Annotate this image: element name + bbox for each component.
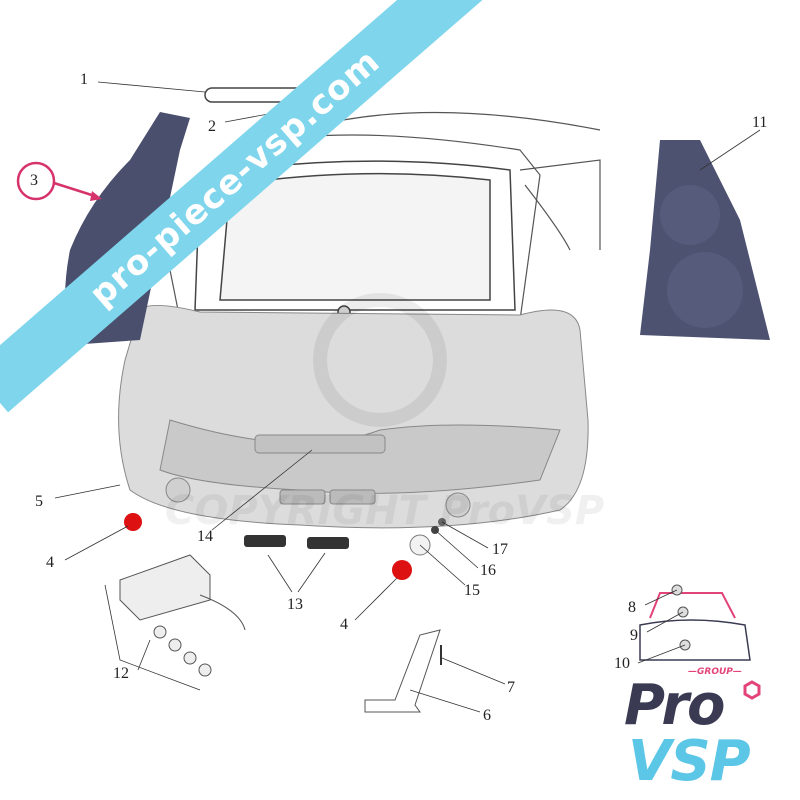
copyright-watermark-circle <box>313 293 447 427</box>
callout-13: 13 <box>287 596 303 613</box>
bumper <box>118 305 589 529</box>
callout-6: 6 <box>483 707 491 724</box>
hex-nut-icon <box>743 680 761 700</box>
logo-pro-text: Pro <box>624 673 725 738</box>
callout-14: 14 <box>197 528 213 545</box>
callout-16: 16 <box>480 562 496 579</box>
callout-3: 3 <box>30 172 38 189</box>
logo-group-text: —GROUP— <box>688 667 742 677</box>
bracket-lines-12 <box>104 584 201 691</box>
callout-5: 5 <box>35 493 43 510</box>
callout-11: 11 <box>752 114 768 131</box>
highlight-arrow-3 <box>53 181 99 199</box>
callout-15: 15 <box>464 582 480 599</box>
logo-vsp-text: VSP <box>628 729 751 794</box>
callout-2: 2 <box>208 118 216 135</box>
part-13-pad <box>244 535 286 547</box>
part-8-9-10-fasteners <box>671 584 691 651</box>
part-6-bracket <box>364 629 441 713</box>
callout-4: 4 <box>46 554 54 571</box>
callout-12: 12 <box>113 665 129 682</box>
callout-10: 10 <box>614 655 630 672</box>
part-13-pad <box>307 537 349 549</box>
callout-17: 17 <box>492 541 508 558</box>
highlight-circle-3 <box>16 161 56 201</box>
callout-4: 4 <box>340 616 348 633</box>
part-4-reflector-right <box>392 560 412 580</box>
logo-car-sketch <box>639 592 751 661</box>
leader-lines <box>54 81 761 713</box>
part-12-parking-sensor-kit <box>119 554 246 677</box>
part-4-reflector-left <box>124 513 142 531</box>
callout-1: 1 <box>80 71 88 88</box>
callout-8: 8 <box>628 599 636 616</box>
callout-7: 7 <box>507 679 515 696</box>
watermark-text: COPYRIGHT ProVSP <box>165 488 605 534</box>
callout-9: 9 <box>630 627 638 644</box>
